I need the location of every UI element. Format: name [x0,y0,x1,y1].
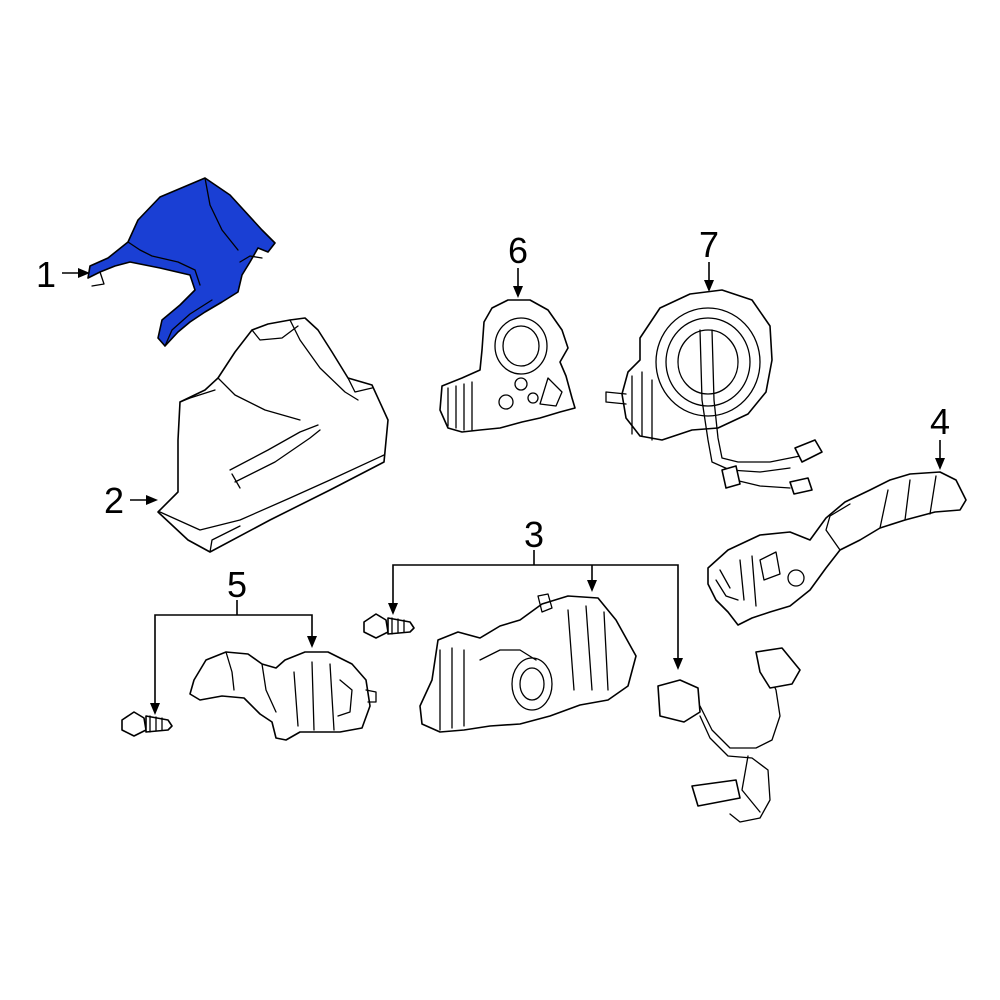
callout-6: 6 [508,230,528,271]
callout-leaders [62,262,945,715]
part-3-switch-housing[interactable] [419,593,637,733]
part-7-clock-spring[interactable] [605,289,823,495]
callout-2: 2 [104,480,124,521]
callout-5: 5 [227,564,247,605]
callout-4: 4 [930,401,950,442]
part-3-wiring-harness[interactable] [657,647,801,823]
part-2-lower-column-cover[interactable] [157,317,389,553]
callout-7: 7 [699,224,719,265]
part-6-steering-angle-sensor[interactable] [439,299,576,433]
part-3-screw[interactable] [363,613,415,639]
callout-1: 1 [36,254,56,295]
part-5-screw[interactable] [121,711,173,737]
callout-3: 3 [524,514,544,555]
part-4-wiper-switch[interactable] [707,471,967,626]
part-5-turn-signal-switch[interactable] [189,651,377,741]
part-1-upper-column-cover[interactable] [87,177,276,347]
